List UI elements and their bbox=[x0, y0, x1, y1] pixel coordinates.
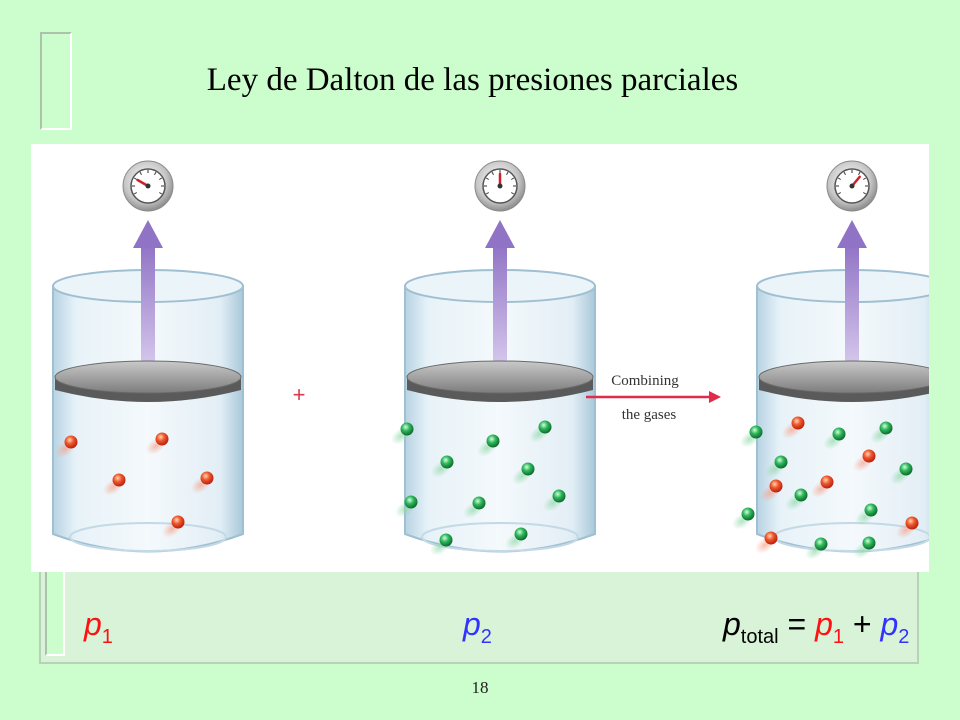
gas-molecule-icon bbox=[765, 455, 788, 478]
gas-molecule-icon bbox=[870, 421, 893, 444]
gas-molecule-icon bbox=[395, 495, 418, 518]
pressure-gauge-icon bbox=[826, 160, 878, 212]
p-symbol: p bbox=[463, 606, 481, 642]
gas-molecule-icon bbox=[146, 432, 169, 455]
gas-molecule-icon bbox=[431, 455, 454, 478]
gas-molecule-icon bbox=[853, 536, 876, 559]
subscript-1: 1 bbox=[101, 626, 113, 648]
p-symbol: p bbox=[880, 606, 899, 642]
gas-container bbox=[52, 160, 244, 553]
gas-molecule-icon bbox=[896, 516, 919, 539]
p-symbol: p bbox=[723, 606, 741, 642]
upward-arrow-icon bbox=[133, 220, 163, 372]
gas-molecule-icon bbox=[512, 462, 535, 485]
gas-molecule-icon bbox=[162, 515, 185, 538]
gas-container bbox=[732, 160, 948, 560]
piston-icon bbox=[406, 360, 594, 402]
svg-text:+: + bbox=[293, 382, 306, 407]
piston-icon bbox=[758, 360, 946, 402]
subscript-total: total bbox=[740, 626, 779, 648]
combine-arrow: Combining the gases bbox=[586, 373, 721, 423]
gas-molecule-icon bbox=[505, 527, 528, 550]
gas-molecule-icon bbox=[853, 449, 876, 472]
dalton-illustration: + Combining the gases bbox=[52, 160, 948, 560]
svg-text:the gases: the gases bbox=[622, 407, 677, 423]
formula-p2: p2 bbox=[463, 606, 492, 647]
gas-molecule-icon bbox=[430, 533, 453, 556]
gas-molecule-icon bbox=[463, 496, 486, 519]
plus-sign: + bbox=[293, 382, 306, 407]
gas-molecule-icon bbox=[740, 425, 763, 448]
formula-total: ptotal = p1 + p2 bbox=[723, 606, 909, 647]
p-symbol: p bbox=[84, 606, 102, 642]
plus-sign: + bbox=[852, 606, 872, 642]
pressure-gauge-icon bbox=[122, 160, 174, 212]
gas-molecule-icon bbox=[855, 503, 878, 526]
gas-molecule-icon bbox=[191, 471, 214, 494]
gas-molecule-icon bbox=[782, 416, 805, 439]
p-symbol: p bbox=[815, 606, 833, 642]
gas-molecule-icon bbox=[890, 462, 913, 485]
partial-pressure-formulas: p1 p2 ptotal = p1 + p2 bbox=[0, 606, 960, 652]
pressure-gauge-icon bbox=[474, 160, 526, 212]
subscript-2: 2 bbox=[480, 626, 492, 648]
upward-arrow-icon bbox=[837, 220, 867, 372]
beaker-icon bbox=[756, 269, 948, 553]
gas-molecule-icon bbox=[529, 420, 552, 443]
gas-molecule-icon bbox=[543, 489, 566, 512]
gas-molecule-icon bbox=[55, 435, 78, 458]
slide-title: Ley de Dalton de las presiones parciales bbox=[206, 62, 739, 98]
gas-molecule-icon bbox=[477, 434, 500, 457]
dalton-figure: + Combining the gases bbox=[31, 144, 948, 572]
gas-molecule-icon bbox=[103, 473, 126, 496]
gas-molecule-icon bbox=[823, 427, 846, 450]
gas-molecule-icon bbox=[785, 488, 808, 511]
gas-molecule-icon bbox=[760, 479, 783, 502]
equals-sign: = bbox=[787, 606, 807, 642]
gas-molecule-icon bbox=[805, 537, 828, 560]
page-number: 18 bbox=[471, 678, 489, 697]
svg-text:Combining: Combining bbox=[611, 373, 679, 389]
subscript-2: 2 bbox=[898, 626, 910, 648]
gas-molecule-icon bbox=[391, 422, 414, 445]
gas-molecule-icon bbox=[755, 531, 778, 554]
gas-container bbox=[391, 160, 596, 556]
subscript-1: 1 bbox=[832, 626, 844, 648]
gas-molecule-icon bbox=[732, 507, 755, 530]
piston-icon bbox=[54, 360, 242, 402]
decorative-bar-top bbox=[40, 32, 72, 130]
formula-p1: p1 bbox=[84, 606, 113, 647]
gas-molecule-icon bbox=[811, 475, 834, 498]
upward-arrow-icon bbox=[485, 220, 515, 372]
